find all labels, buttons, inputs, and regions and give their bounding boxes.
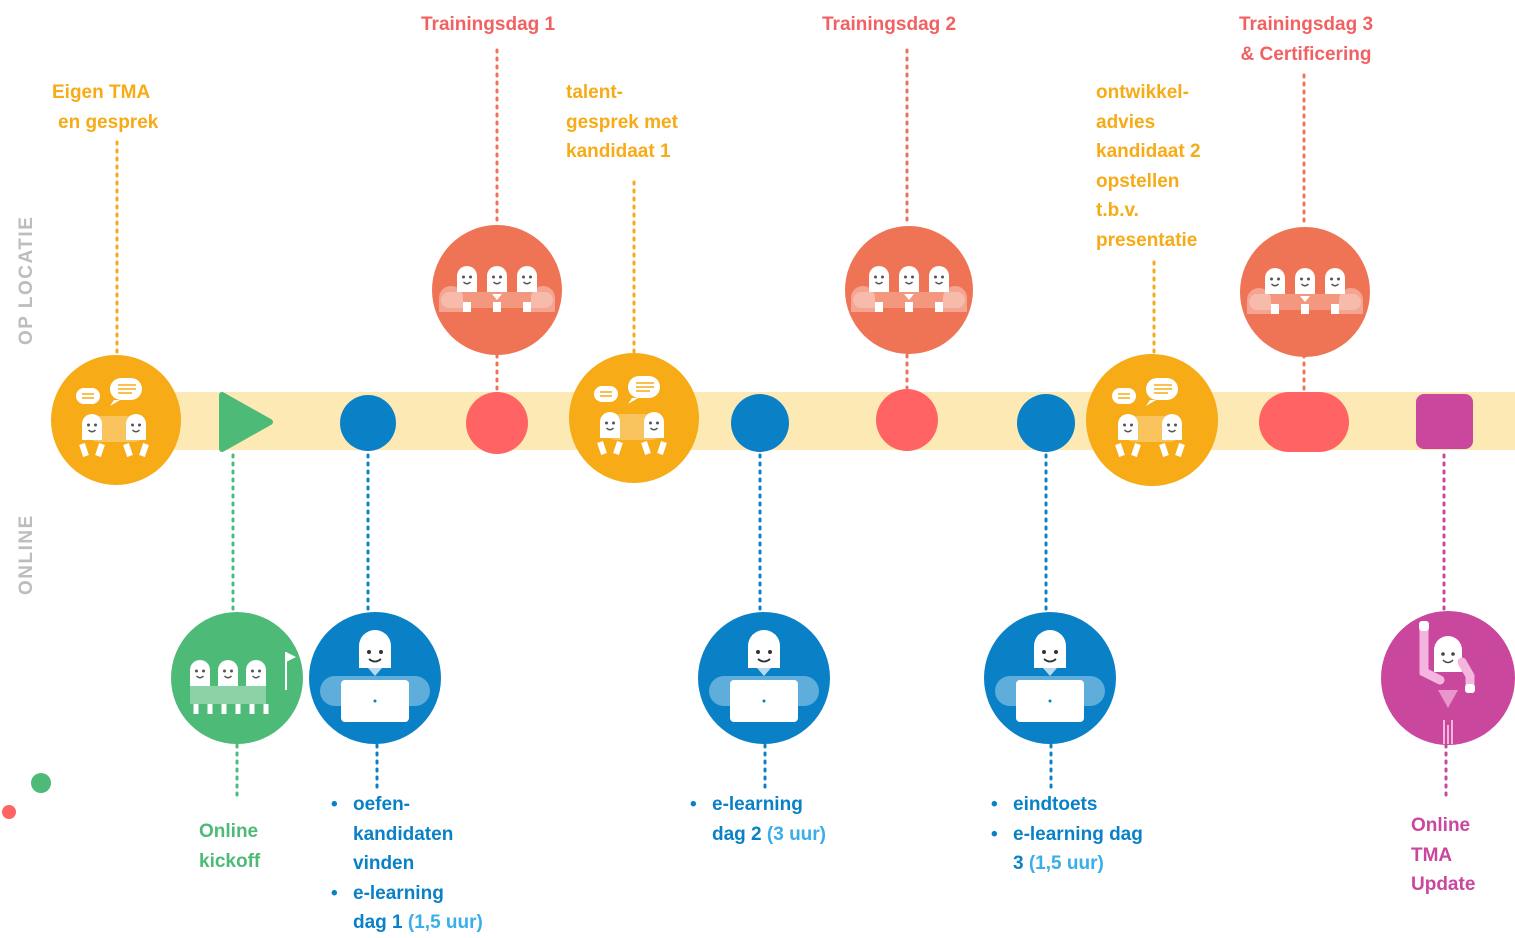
list-item-elearning-dag2: e-learning dag 2 (3 uur) — [690, 790, 826, 849]
label-online-tma-update: Online TMA Update — [1411, 815, 1476, 895]
training-node-1 — [432, 225, 562, 355]
elearning-node-1 — [309, 612, 441, 744]
label-talentgesprek: talent- gesprek met kandidaat 1 — [566, 82, 678, 162]
elearning-node-3 — [984, 612, 1116, 744]
label-online-kickoff: Online kickoff — [199, 821, 261, 872]
label-ontwikkeladvies: ontwikkel- advies kandidaat 2 opstellen … — [1096, 82, 1201, 251]
list-item-elearning-dag1: e-learning dag 1 (1,5 uur) — [331, 879, 483, 938]
gesprek-node-2 — [569, 353, 699, 483]
training-node-3 — [1240, 227, 1370, 357]
kickoff-node — [171, 612, 303, 744]
marker-trainingsdag3 — [1259, 392, 1349, 452]
marker-elearning1 — [340, 395, 396, 451]
person-waving-icon — [1419, 621, 1475, 744]
label-trainingsdag-2: Trainingsdag 2 — [822, 14, 957, 35]
list-item-eindtoets: eindtoets — [991, 790, 1143, 820]
decorative-red-dot — [2, 805, 16, 819]
tma-update-node — [1381, 611, 1515, 745]
list-elearning-dag2: e-learning dag 2 (3 uur) — [690, 790, 826, 849]
decorative-green-dot — [31, 773, 51, 793]
side-label-online: ONLINE — [16, 514, 37, 595]
gesprek-node-3 — [1086, 354, 1218, 486]
list-elearning-dag1: oefen- kandidaten vinden e-learning dag … — [331, 790, 483, 938]
label-trainingsdag-1: Trainingsdag 1 — [421, 14, 556, 35]
marker-trainingsdag1 — [466, 392, 528, 454]
elearning-node-2 — [698, 612, 830, 744]
side-label-op-locatie: OP LOCATIE — [16, 215, 37, 345]
marker-tma-update — [1416, 394, 1473, 449]
label-eigen-tma: Eigen TMA en gesprek — [52, 82, 159, 133]
list-elearning-dag3: eindtoets e-learning dag 3 (1,5 uur) — [991, 790, 1143, 879]
list-item-oefenkandidaten: oefen- kandidaten vinden — [331, 790, 483, 879]
training-node-2 — [845, 226, 973, 354]
marker-elearning2 — [731, 394, 789, 452]
marker-trainingsdag2 — [876, 389, 938, 451]
list-item-elearning-dag3: e-learning dag 3 (1,5 uur) — [991, 820, 1143, 879]
three-people-flag-icon — [189, 652, 296, 714]
marker-elearning3 — [1017, 394, 1075, 452]
gesprek-node-1 — [51, 355, 181, 485]
play-icon — [219, 392, 273, 452]
label-trainingsdag-3: Trainingsdag 3 & Certificering — [1238, 14, 1374, 65]
